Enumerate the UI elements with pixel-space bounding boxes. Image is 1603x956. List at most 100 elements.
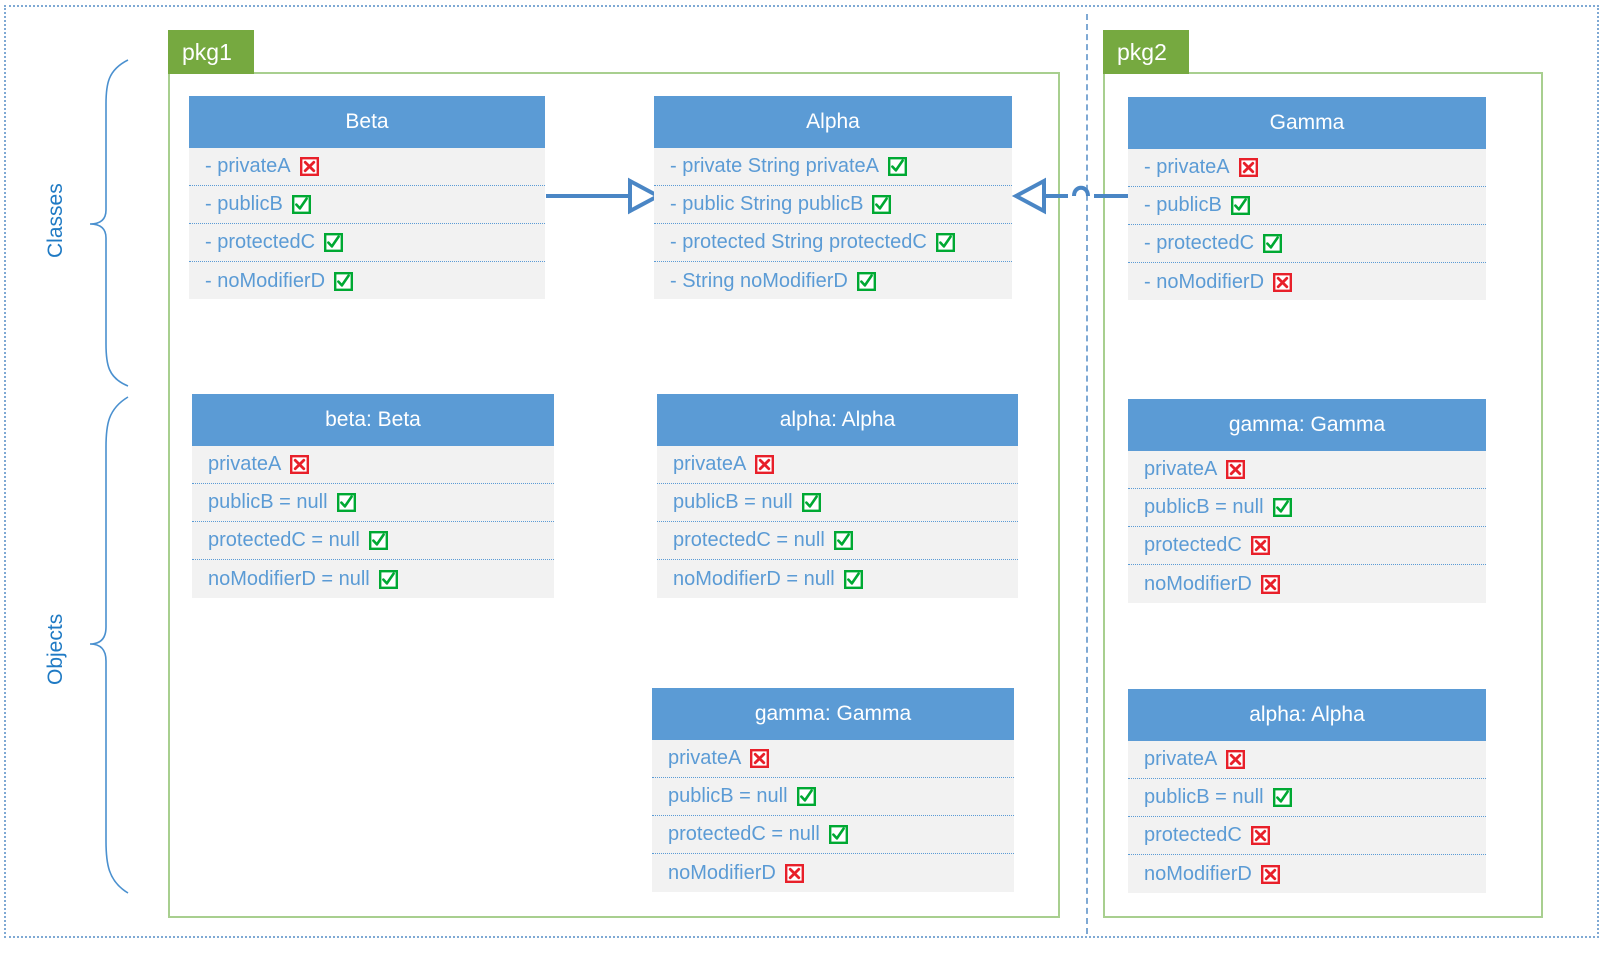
check-icon bbox=[1272, 498, 1292, 517]
check-icon bbox=[378, 569, 398, 589]
check-icon bbox=[1272, 788, 1292, 807]
uml-attribute-row: - protectedC bbox=[1128, 225, 1486, 263]
uml-attribute-label: - protectedC bbox=[1144, 232, 1255, 254]
uml-attribute-label: publicB = null bbox=[1144, 496, 1264, 518]
cross-icon bbox=[750, 749, 770, 768]
uml-attribute-label: publicB = null bbox=[1144, 786, 1264, 808]
uml-attribute-row: - privateA bbox=[189, 148, 545, 186]
package-tab-label: pkg1 bbox=[182, 38, 232, 65]
class-box-body: - privateA - publicB - protectedC - noModif… bbox=[1128, 149, 1486, 300]
uml-attribute-label: - privateA bbox=[205, 155, 291, 177]
object-box-title: alpha: Alpha bbox=[657, 394, 1018, 446]
uml-attribute-label: protectedC = null bbox=[208, 529, 360, 551]
uml-attribute-row: - protectedC bbox=[189, 224, 545, 262]
class-box-body: - privateA - publicB - protectedC - noModif… bbox=[189, 148, 545, 299]
uml-attribute-label: noModifierD bbox=[668, 861, 776, 884]
check-icon bbox=[324, 233, 344, 252]
uml-attribute-row: protectedC = null bbox=[192, 522, 554, 560]
cross-icon bbox=[784, 863, 804, 883]
uml-attribute-row: publicB = null bbox=[652, 778, 1014, 816]
check-icon bbox=[796, 787, 816, 806]
check-icon bbox=[828, 825, 848, 844]
class-box-title: Alpha bbox=[654, 96, 1012, 148]
object-box-gamma-pkg2[interactable]: gamma: Gamma privateA publicB = null prote… bbox=[1128, 399, 1486, 603]
uml-attribute-label: publicB = null bbox=[673, 491, 793, 513]
uml-attribute-row: protectedC bbox=[1128, 527, 1486, 565]
cross-icon bbox=[1260, 574, 1280, 594]
uml-attribute-label: - private String privateA bbox=[670, 155, 879, 177]
check-icon bbox=[843, 569, 863, 589]
cross-icon bbox=[290, 455, 310, 474]
uml-attribute-row: - noModifierD bbox=[1128, 263, 1486, 301]
uml-attribute-row: protectedC = null bbox=[657, 522, 1018, 560]
uml-attribute-row: noModifierD = null bbox=[192, 560, 554, 598]
package-divider bbox=[1086, 14, 1088, 934]
check-icon bbox=[872, 195, 892, 214]
uml-attribute-label: - protectedC bbox=[205, 231, 316, 253]
uml-attribute-label: protectedC = null bbox=[673, 529, 825, 551]
object-box-alpha-pkg2[interactable]: alpha: Alpha privateA publicB = null prote… bbox=[1128, 689, 1486, 893]
uml-attribute-row: protectedC = null bbox=[652, 816, 1014, 854]
object-box-body: privateA publicB = null protectedC = null n… bbox=[652, 740, 1014, 892]
uml-attribute-row: - noModifierD bbox=[189, 262, 545, 300]
uml-attribute-row: - publicB bbox=[1128, 187, 1486, 225]
check-icon bbox=[935, 233, 955, 252]
package-tab-pkg1[interactable]: pkg1 bbox=[168, 30, 254, 74]
uml-attribute-label: noModifierD = null bbox=[208, 567, 370, 590]
uml-attribute-row: noModifierD = null bbox=[657, 560, 1018, 598]
uml-attribute-row: - publicB bbox=[189, 186, 545, 224]
uml-attribute-row: privateA bbox=[1128, 451, 1486, 489]
check-icon bbox=[334, 271, 354, 291]
uml-attribute-label: - publicB bbox=[1144, 194, 1222, 216]
check-icon bbox=[1263, 234, 1283, 253]
uml-attribute-label: protectedC bbox=[1144, 534, 1242, 556]
object-box-alpha-pkg1[interactable]: alpha: Alpha privateA publicB = null prote… bbox=[657, 394, 1018, 598]
object-box-title: alpha: Alpha bbox=[1128, 689, 1486, 741]
cross-icon bbox=[1238, 158, 1258, 177]
check-icon bbox=[887, 157, 907, 176]
uml-attribute-label: protectedC = null bbox=[668, 823, 820, 845]
cross-icon bbox=[1226, 750, 1246, 769]
object-box-title: gamma: Gamma bbox=[1128, 399, 1486, 451]
uml-attribute-row: publicB = null bbox=[1128, 779, 1486, 817]
object-box-body: privateA publicB = null protectedC noModifi… bbox=[1128, 451, 1486, 603]
class-box-gamma[interactable]: Gamma - privateA- publicB- protectedC- n… bbox=[1128, 97, 1486, 300]
uml-attribute-label: privateA bbox=[668, 747, 742, 769]
uml-attribute-label: protectedC bbox=[1144, 824, 1242, 846]
uml-attribute-row: publicB = null bbox=[1128, 489, 1486, 527]
uml-attribute-label: - noModifierD bbox=[1144, 270, 1265, 293]
uml-attribute-row: - public String publicB bbox=[654, 186, 1012, 224]
uml-attribute-row: privateA bbox=[657, 446, 1018, 484]
objects-brace bbox=[89, 396, 129, 894]
uml-attribute-row: noModifierD bbox=[1128, 565, 1486, 603]
package-tab-pkg2[interactable]: pkg2 bbox=[1103, 30, 1189, 74]
object-box-body: privateA publicB = null protectedC = null n… bbox=[657, 446, 1018, 598]
check-icon bbox=[291, 195, 311, 214]
class-box-title: Beta bbox=[189, 96, 545, 148]
uml-attribute-label: privateA bbox=[1144, 458, 1218, 480]
uml-attribute-label: noModifierD bbox=[1144, 862, 1252, 885]
cross-icon bbox=[1226, 460, 1246, 479]
check-icon bbox=[336, 493, 356, 512]
uml-attribute-row: - privateA bbox=[1128, 149, 1486, 187]
classes-brace bbox=[89, 59, 129, 387]
uml-attribute-label: - String noModifierD bbox=[670, 269, 848, 292]
check-icon bbox=[368, 531, 388, 550]
cross-icon bbox=[1260, 864, 1280, 884]
uml-attribute-row: - protected String protectedC bbox=[654, 224, 1012, 262]
uml-attribute-label: privateA bbox=[208, 453, 282, 475]
object-box-body: privateA publicB = null protectedC noModifi… bbox=[1128, 741, 1486, 893]
uml-attribute-label: - noModifierD bbox=[205, 269, 326, 292]
uml-attribute-row: - private String privateA bbox=[654, 148, 1012, 186]
object-box-title: beta: Beta bbox=[192, 394, 554, 446]
side-label-classes: Classes bbox=[44, 183, 67, 258]
class-box-alpha[interactable]: Alpha - private String privateA - public … bbox=[654, 96, 1012, 299]
cross-icon bbox=[1250, 536, 1270, 555]
uml-attribute-label: privateA bbox=[1144, 748, 1218, 770]
check-icon bbox=[856, 271, 876, 291]
class-box-beta[interactable]: Beta - privateA - publicB - protectedC - no… bbox=[189, 96, 545, 299]
